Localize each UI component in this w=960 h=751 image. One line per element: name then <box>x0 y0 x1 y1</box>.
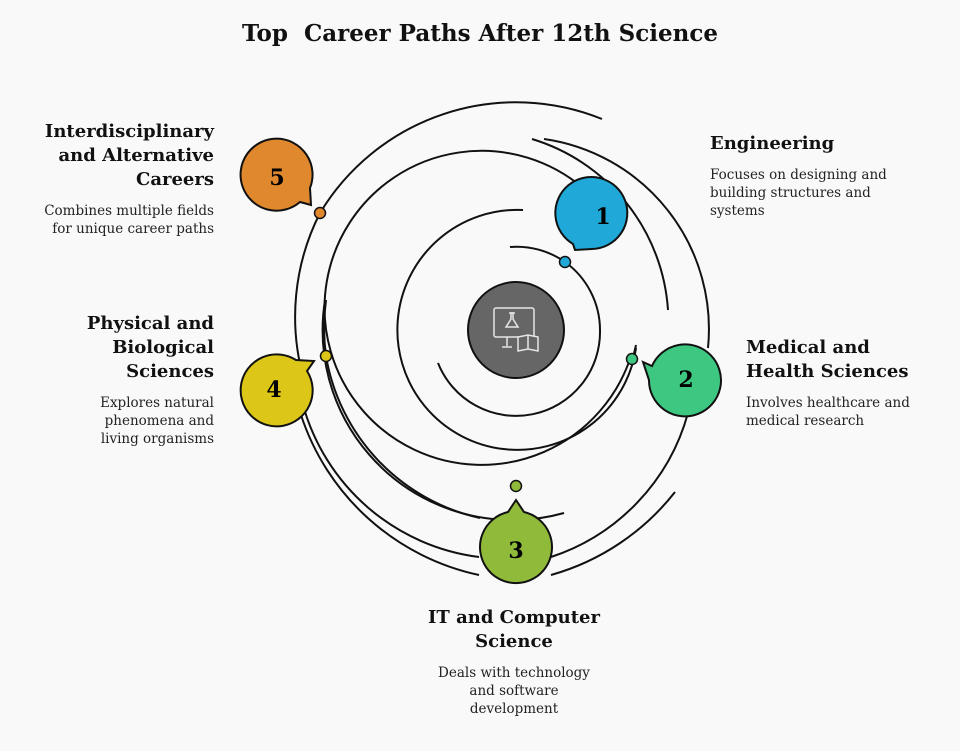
page-title: Top Career Paths After 12th Science <box>242 20 718 47</box>
orbit-arc <box>543 138 710 349</box>
bubble-2[interactable]: 2 <box>625 343 722 418</box>
item-description: Involves healthcare and medical research <box>746 395 910 429</box>
connector-dot <box>558 255 572 269</box>
orbit-arc <box>550 412 689 558</box>
bubble-1[interactable]: 1 <box>554 176 629 269</box>
item-interdisciplinary: Interdisciplinary and Alternative Career… <box>24 120 214 238</box>
bubble-number: 1 <box>595 204 610 230</box>
orbit-arc <box>323 149 632 466</box>
item-physical: Physical and Biological Sciences Explore… <box>44 312 214 448</box>
bubble-number: 4 <box>266 377 281 403</box>
item-title: Interdisciplinary and Alternative Career… <box>44 121 214 190</box>
orbit-arc <box>550 491 676 576</box>
item-title: Engineering <box>710 133 835 154</box>
orbit-arc <box>509 245 566 263</box>
bubble-4[interactable]: 4 <box>239 349 333 428</box>
item-description: Combines multiple fields for unique care… <box>44 203 214 237</box>
bubble-number: 3 <box>508 538 523 564</box>
bubble-number: 5 <box>269 165 284 191</box>
orbit-arc <box>437 329 602 417</box>
orbit-arc <box>325 355 481 519</box>
bubble-5[interactable]: 5 <box>239 137 327 220</box>
connector-dot <box>625 352 639 366</box>
item-description: Explores natural phenomena and living or… <box>100 395 214 447</box>
orbit-arc <box>302 404 480 558</box>
item-engineering: Engineering Focuses on designing and bui… <box>710 132 910 220</box>
item-title: Physical and Biological Sciences <box>86 313 214 382</box>
orbit-arc <box>396 208 637 451</box>
item-it: IT and Computer Science Deals with techn… <box>414 606 614 718</box>
bubble-number: 2 <box>678 367 693 393</box>
science-computer-book-icon <box>493 307 539 352</box>
orbit-arc <box>319 101 603 214</box>
item-description: Focuses on designing and building struct… <box>710 167 887 219</box>
orbit-arc <box>300 414 480 576</box>
item-description: Deals with technology and software devel… <box>438 665 590 717</box>
orbit-arc <box>564 261 601 331</box>
orbit-arc <box>294 212 321 381</box>
connector-dot <box>509 479 523 493</box>
connector-dot <box>313 206 327 220</box>
item-medical: Medical and Health Sciences Involves hea… <box>746 336 946 430</box>
center-hub <box>467 281 565 379</box>
connector-dot <box>319 349 333 363</box>
item-title: IT and Computer Science <box>428 607 600 652</box>
bubble-3[interactable]: 3 <box>479 479 553 585</box>
item-title: Medical and Health Sciences <box>746 337 909 382</box>
